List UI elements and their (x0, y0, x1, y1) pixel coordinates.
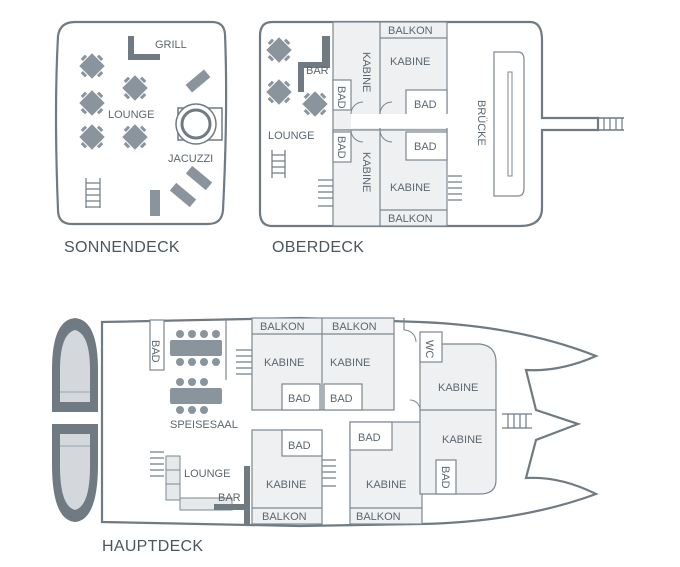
oberdeck-bad-vert-bottom (332, 131, 352, 163)
lifeboat (52, 318, 98, 412)
hauptdeck-bad-2-label: BAD (330, 393, 353, 405)
hauptdeck-kabine-2: KABINE (330, 357, 370, 369)
stairs (502, 413, 532, 429)
gangway (598, 117, 624, 131)
sun-lounger (185, 165, 213, 191)
bar-counter (298, 36, 330, 92)
oberdeck-bad-vert-top-label: BAD (335, 86, 347, 109)
hauptdeck-cabin-block-1 (251, 317, 395, 411)
hauptdeck-bad-3-label: BAD (288, 440, 311, 452)
hauptdeck-bad-3 (281, 429, 323, 457)
oberdeck-kabine-vert-top: KABINE (360, 52, 372, 92)
hauptdeck-bad-1 (281, 383, 321, 411)
hauptdeck-bad-2 (323, 383, 363, 411)
hauptdeck-bad-left-label: BAD (149, 340, 161, 363)
dining-table (170, 330, 222, 366)
sonnendeck: GRILL LOUNGE JACUZZI SONNENDECK (54, 20, 228, 256)
grill-counter (128, 36, 160, 60)
oberdeck: BRÜCKE BALKON BALKON KABINE KABINE KABIN… (258, 20, 624, 256)
hauptdeck-caption: HAUPTDECK (102, 538, 203, 555)
hauptdeck-bad-right-label: BAD (439, 466, 451, 489)
hauptdeck-cabin-block-4 (419, 343, 497, 495)
lifeboat (52, 424, 98, 522)
hauptdeck-balkon-3: BALKON (262, 511, 307, 523)
sonnendeck-caption: SONNENDECK (64, 239, 180, 256)
sun-lounger (150, 190, 160, 216)
oberdeck-balkon-bottom: BALKON (388, 213, 433, 225)
hauptdeck-kabine-1: KABINE (264, 357, 304, 369)
oberdeck-kabine-vert-bottom: KABINE (360, 152, 372, 192)
hauptdeck-kabine-3: KABINE (266, 479, 306, 491)
hauptdeck-kabine-6: KABINE (442, 434, 482, 446)
oberdeck-corridor (351, 114, 455, 128)
hauptdeck-bad-1-label: BAD (288, 393, 311, 405)
hauptdeck-wc-label: WC (423, 340, 435, 358)
stairs (271, 150, 286, 178)
hauptdeck-bad-left (149, 319, 165, 371)
bridge-console (493, 51, 525, 197)
sun-lounger (185, 69, 211, 93)
oberdeck-bad-bottom-label: BAD (414, 141, 437, 153)
hauptdeck-balkon-1: BALKON (260, 321, 305, 333)
hauptdeck: BAD SPEISESAAL LOUNGE BAR (52, 316, 599, 555)
sonnendeck-lounge-label: LOUNGE (108, 109, 154, 121)
dining-table (170, 378, 222, 414)
hauptdeck-balkon-2: BALKON (332, 321, 377, 333)
oberdeck-caption: OBERDECK (272, 239, 364, 256)
sonnendeck-outline (54, 20, 228, 226)
hauptdeck-wc (419, 331, 443, 363)
hauptdeck-kabine-5: KABINE (438, 382, 478, 394)
oberdeck-bad-top-label: BAD (414, 99, 437, 111)
hauptdeck-bad-4 (349, 421, 393, 451)
oberdeck-lounge-tables (266, 37, 328, 117)
stairs (318, 179, 333, 207)
oberdeck-bar-label: BAR (306, 65, 329, 77)
hauptdeck-lounge-label: LOUNGE (184, 468, 230, 480)
bridge-console-inner (507, 71, 513, 177)
oberdeck-lounge-label: LOUNGE (268, 130, 314, 142)
oberdeck-bad-vert-bottom-label: BAD (335, 136, 347, 159)
oberdeck-bad-top (405, 89, 448, 119)
bruecke-label: BRÜCKE (475, 100, 487, 146)
oberdeck-bad-vert-top (332, 79, 352, 111)
oberdeck-kabine-bottom: KABINE (390, 182, 430, 194)
bar-counter (214, 466, 250, 524)
stairs (322, 459, 336, 487)
hauptdeck-bad-right (435, 459, 457, 495)
stairs (236, 349, 252, 375)
stairs (448, 175, 462, 201)
hauptdeck-bad-4-label: BAD (358, 432, 381, 444)
sonnendeck-jacuzzi-label: JACUZZI (168, 153, 213, 165)
sun-lounger (169, 182, 197, 208)
hauptdeck-balkon-4: BALKON (356, 511, 401, 523)
jacuzzi (175, 103, 223, 145)
hauptdeck-kabine-4: KABINE (366, 479, 406, 491)
stairs (85, 178, 101, 208)
oberdeck-bad-bottom (405, 131, 448, 161)
stairs (150, 451, 164, 477)
lounge-sofa (165, 455, 233, 511)
hauptdeck-bar-label: BAR (218, 492, 241, 504)
sonnendeck-grill-label: GRILL (155, 39, 187, 51)
speisesaal-label: SPEISESAAL (170, 419, 238, 431)
oberdeck-kabine-top: KABINE (390, 56, 430, 68)
oberdeck-balkon-top: BALKON (388, 25, 433, 37)
